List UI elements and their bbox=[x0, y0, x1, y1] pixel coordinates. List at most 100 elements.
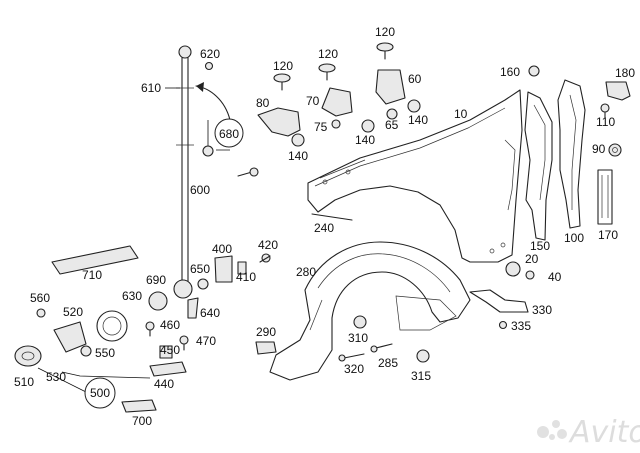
callout-40: 40 bbox=[548, 270, 562, 284]
callout-700: 700 bbox=[132, 414, 152, 428]
callout-70: 70 bbox=[306, 94, 320, 108]
strip-700-part bbox=[121, 399, 157, 413]
bracket-70-part bbox=[321, 87, 353, 117]
screw-420-part bbox=[259, 253, 271, 263]
arrow-680 bbox=[195, 85, 231, 121]
clip-180-part bbox=[605, 81, 631, 101]
screw-110-part bbox=[600, 103, 610, 119]
callout-550: 550 bbox=[95, 346, 115, 360]
callout-285: 285 bbox=[378, 356, 398, 370]
callout-315: 315 bbox=[411, 369, 431, 383]
callout-80: 80 bbox=[256, 96, 270, 110]
cap-620-part bbox=[204, 61, 214, 71]
callout-140-a: 140 bbox=[288, 149, 308, 163]
clip-410-part bbox=[237, 261, 247, 275]
callout-470: 470 bbox=[196, 334, 216, 348]
callout-630: 630 bbox=[122, 289, 142, 303]
bracket-440-part bbox=[149, 361, 187, 377]
clip-650-part bbox=[197, 278, 209, 290]
inset-680 bbox=[202, 118, 244, 157]
nut-160-part bbox=[528, 65, 540, 77]
clip-120b-part bbox=[318, 63, 336, 81]
screw-335-part bbox=[498, 320, 508, 330]
nut-140a-part bbox=[291, 133, 305, 147]
callout-160: 160 bbox=[500, 65, 520, 79]
callout-290: 290 bbox=[256, 325, 276, 339]
callout-330: 330 bbox=[532, 303, 552, 317]
callout-600: 600 bbox=[190, 183, 210, 197]
callout-400: 400 bbox=[212, 242, 232, 256]
screw-600-part bbox=[237, 167, 259, 177]
callout-140-c: 140 bbox=[408, 113, 428, 127]
callout-10: 10 bbox=[454, 107, 468, 121]
callout-180: 180 bbox=[615, 66, 635, 80]
callout-440: 440 bbox=[154, 377, 174, 391]
nut-140b-part bbox=[361, 119, 375, 133]
callout-75: 75 bbox=[314, 120, 328, 134]
callout-20: 20 bbox=[525, 252, 539, 266]
callout-120-middle: 120 bbox=[318, 47, 338, 61]
screw-560-part bbox=[36, 308, 46, 318]
callout-310: 310 bbox=[348, 331, 368, 345]
bracket-170-part bbox=[597, 169, 613, 225]
callout-450: 450 bbox=[160, 343, 180, 357]
nut-310-part bbox=[353, 315, 367, 329]
nut-140c-part bbox=[407, 99, 421, 113]
callout-520: 520 bbox=[63, 305, 83, 319]
strip-710-part bbox=[51, 245, 139, 275]
callout-120-left: 120 bbox=[273, 59, 293, 73]
callout-510: 510 bbox=[14, 375, 34, 389]
callout-65: 65 bbox=[385, 118, 399, 132]
bracket-520-part bbox=[53, 321, 87, 353]
clip-640-part bbox=[187, 297, 199, 319]
callout-280: 280 bbox=[296, 265, 316, 279]
grommet-690-part bbox=[173, 279, 193, 299]
callout-420: 420 bbox=[258, 238, 278, 252]
clip-120a-part bbox=[273, 73, 291, 91]
bracket-150-part bbox=[524, 91, 553, 241]
cover-510-part bbox=[14, 345, 42, 367]
callout-500: 500 bbox=[90, 386, 110, 400]
watermark-text: Avito bbox=[568, 415, 640, 450]
arrowhead-680-icon bbox=[196, 82, 204, 92]
group-500 bbox=[37, 367, 151, 409]
fender-part bbox=[307, 89, 523, 263]
callout-150: 150 bbox=[530, 239, 550, 253]
callout-90: 90 bbox=[592, 142, 606, 156]
clip-290-part bbox=[255, 341, 277, 355]
callout-410: 410 bbox=[236, 270, 256, 284]
avito-logo-icon bbox=[537, 420, 567, 440]
callout-620: 620 bbox=[200, 47, 220, 61]
bracket-100-part bbox=[557, 79, 586, 229]
callout-610: 610 bbox=[141, 81, 161, 95]
bracket-60-part bbox=[375, 69, 406, 105]
watermark: Avito bbox=[537, 415, 640, 450]
clip-65-part bbox=[386, 108, 398, 120]
nut-20-part bbox=[505, 261, 521, 277]
cover-cap-part bbox=[96, 310, 128, 342]
callout-240: 240 bbox=[314, 221, 334, 235]
callout-100: 100 bbox=[564, 231, 584, 245]
callout-110: 110 bbox=[596, 115, 615, 129]
callout-530: 530 bbox=[46, 370, 66, 384]
washer-40-part bbox=[525, 270, 535, 280]
callout-560: 560 bbox=[30, 291, 50, 305]
bracket-330-part bbox=[469, 289, 529, 313]
clip-400-part bbox=[214, 255, 233, 283]
callout-335: 335 bbox=[511, 319, 531, 333]
callout-170: 170 bbox=[598, 228, 618, 242]
clip-450-part bbox=[159, 345, 173, 359]
trim-strip-part bbox=[311, 213, 353, 221]
bracket-80-part bbox=[257, 107, 301, 137]
grommet-630-part bbox=[148, 291, 168, 311]
clip-75-part bbox=[331, 119, 341, 129]
callout-120-right: 120 bbox=[375, 25, 395, 39]
support-rod-600-part bbox=[176, 45, 194, 286]
nut-315-part bbox=[416, 349, 430, 363]
wheel-liner-280-part bbox=[269, 241, 471, 381]
clip-320-part bbox=[338, 353, 365, 362]
screw-460-part bbox=[145, 321, 155, 337]
clip-550-part bbox=[80, 345, 92, 357]
